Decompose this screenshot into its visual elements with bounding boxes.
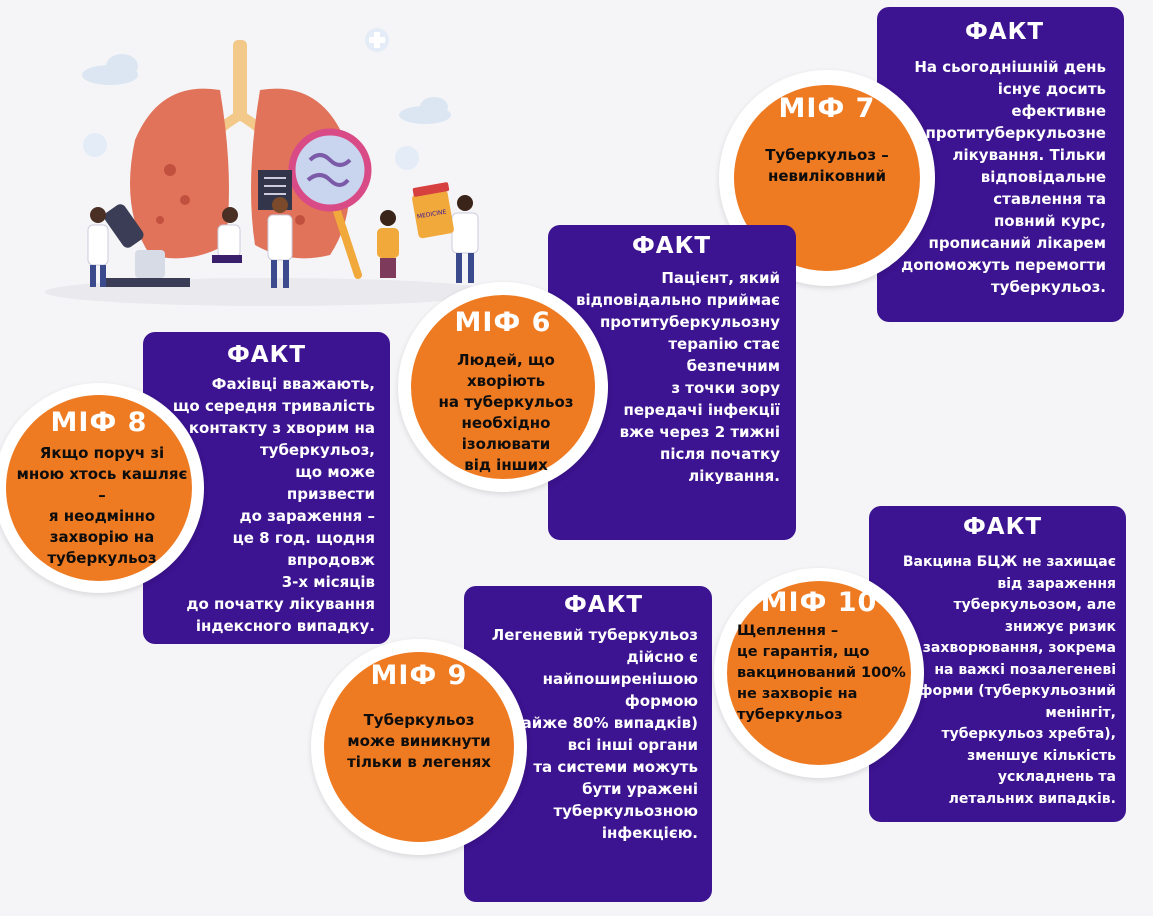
fact-title: ФАКТ [564,592,644,618]
scientist-figures [87,195,479,288]
myth-text: Туберкульоз – невиліковний [765,146,889,185]
myth-text: Людей, що хворіють на туберкульоз необхі… [438,351,574,474]
myth-title: МІФ 7 [778,93,876,124]
myth-circle-10: МІФ 10 Щеплення – це гарантія, що вакцин… [727,581,911,765]
myth-circle-9: МІФ 9 Туберкульоз може виникнути тільки … [324,652,514,842]
myth-title: МІФ 9 [370,660,468,691]
fact-title: ФАКТ [965,19,1045,45]
fact-text: Легеневий туберкульоз дійсно є найпошире… [491,626,698,842]
fact-title: ФАКТ [963,514,1043,540]
myth-title: МІФ 6 [454,307,552,338]
microscope-icon [104,204,190,287]
fact-text: Вакцина БЦЖ не захищає від зараження туб… [902,554,1116,807]
fact-text: На сьогоднішній день існує досить ефекти… [901,58,1106,296]
myth-text: Якщо поруч зі мною хтось кашляє – я неод… [16,444,188,567]
fact-card-8: ФАКТ Фахівці вважають, що середня тривал… [143,332,390,644]
fact-card-6: ФАКТ Пацієнт, який відповідально приймає… [548,225,796,540]
fact-title: ФАКТ [632,233,712,259]
myth-title: МІФ 8 [50,407,148,438]
cloud-icon [82,54,451,124]
myth-circle-6: МІФ 6 Людей, що хворіють на туберкульоз … [411,295,595,479]
myth-text: Туберкульоз може виникнути тільки в леге… [347,711,491,771]
fact-text: Пацієнт, який відповідально приймає прот… [575,269,780,485]
medical-cross-icon [83,28,419,170]
fact-card-7: ФАКТ На сьогоднішній день існує досить е… [877,7,1124,322]
pill-jar-icon: MEDICINE [412,182,454,239]
fact-text: Фахівці вважають, що середня тривалість … [172,375,375,635]
myth-circle-8: МІФ 8 Якщо поруч зі мною хтось кашляє – … [6,395,192,581]
myth-title: МІФ 10 [760,587,878,618]
lungs-illustration: MEDICINE [45,28,495,306]
fact-title: ФАКТ [227,342,307,368]
myth-text: Щеплення – це гарантія, що вакцинований … [737,623,906,723]
